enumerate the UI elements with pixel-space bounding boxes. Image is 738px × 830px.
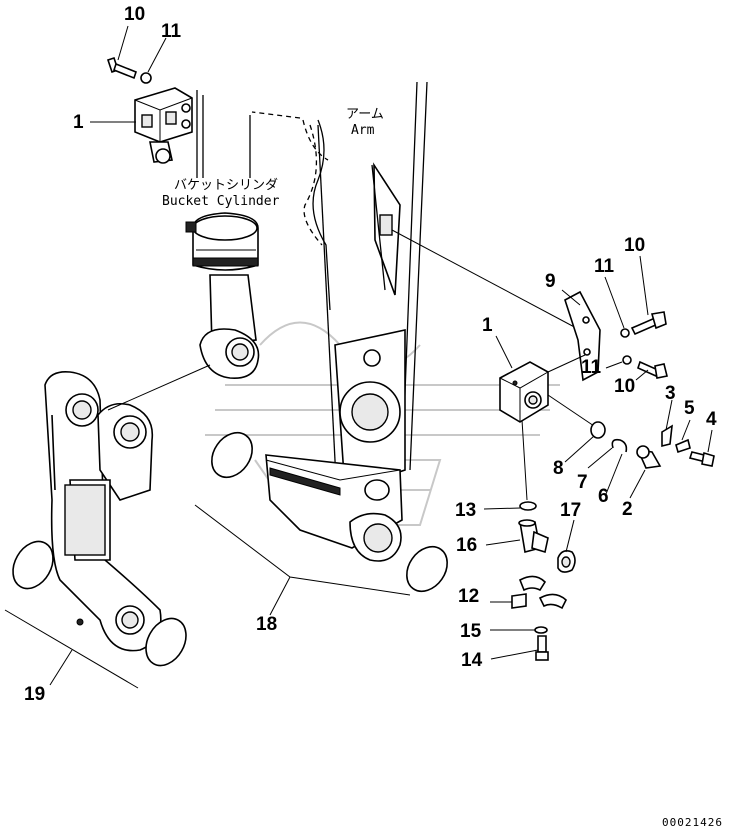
callout-10: 10 xyxy=(624,235,645,256)
o-ring-small xyxy=(590,421,606,439)
bolt-right-lower xyxy=(637,360,668,379)
washer-15 xyxy=(534,626,548,634)
callout-2: 2 xyxy=(622,499,633,520)
callout-15: 15 xyxy=(460,621,482,642)
callout-5: 5 xyxy=(684,398,695,419)
grease-nipple xyxy=(661,424,673,448)
o-ring-link-right xyxy=(145,617,187,667)
hidden-line-top xyxy=(251,111,329,161)
callout-3: 3 xyxy=(665,383,676,404)
leader-arm-bracket xyxy=(391,229,581,331)
callout-11: 11 xyxy=(581,357,602,378)
snap-ring xyxy=(611,438,628,453)
callout-1: 1 xyxy=(482,315,493,336)
callout-1: 1 xyxy=(73,112,84,133)
callout-10: 10 xyxy=(124,4,145,25)
o-ring-arm-right xyxy=(406,545,448,593)
callout-7: 7 xyxy=(577,472,588,493)
bracket-plate xyxy=(564,290,601,382)
valve-block-right xyxy=(499,361,549,423)
callout-12: 12 xyxy=(458,586,479,607)
callout-9: 9 xyxy=(545,271,556,292)
leader-valve-down xyxy=(521,419,528,501)
bolt-top xyxy=(106,56,137,80)
arm xyxy=(265,81,428,562)
bucket-cylinder-caption-en: Bucket Cylinder xyxy=(162,194,280,209)
callout-10: 10 xyxy=(614,376,635,397)
callout-4: 4 xyxy=(706,409,717,430)
bolt-right-upper xyxy=(630,311,667,336)
callout-13: 13 xyxy=(455,500,476,521)
callout-17: 17 xyxy=(560,500,581,521)
callout-8: 8 xyxy=(553,458,564,479)
washer-right-lower xyxy=(622,355,632,365)
washer-5 xyxy=(675,438,691,454)
o-ring-link-left xyxy=(12,540,54,590)
drawing-code: 00021426 xyxy=(662,816,723,829)
fitting xyxy=(636,445,662,469)
bucket-cylinder-caption-jp: バケットシリンダ xyxy=(174,178,278,193)
callout-14: 14 xyxy=(461,650,483,671)
leader-cylinder-link xyxy=(107,364,211,411)
o-ring-arm-left xyxy=(211,431,253,479)
o-ring-13 xyxy=(519,501,537,511)
callout-6: 6 xyxy=(598,486,609,507)
arm-caption-en: Arm xyxy=(351,123,375,138)
link xyxy=(44,370,162,652)
bolt-14 xyxy=(535,635,549,661)
leader-lines xyxy=(4,25,713,689)
valve-block-top xyxy=(134,87,193,164)
bolt-4 xyxy=(688,451,715,467)
leader-valve-bracket xyxy=(547,354,586,373)
callout-11: 11 xyxy=(594,256,615,277)
elbow-16 xyxy=(518,519,549,554)
clamp-12 xyxy=(511,575,567,610)
washer-top xyxy=(140,72,152,84)
bushing-17 xyxy=(557,550,576,573)
callout-11: 11 xyxy=(161,21,182,42)
callout-18: 18 xyxy=(256,614,277,635)
leader-valve-seals xyxy=(547,394,601,431)
callout-16: 16 xyxy=(456,535,477,556)
washer-right-upper xyxy=(620,328,630,338)
callout-19: 19 xyxy=(24,684,45,705)
arm-caption-jp: アーム xyxy=(346,107,384,122)
bucket-cylinder xyxy=(185,90,260,379)
